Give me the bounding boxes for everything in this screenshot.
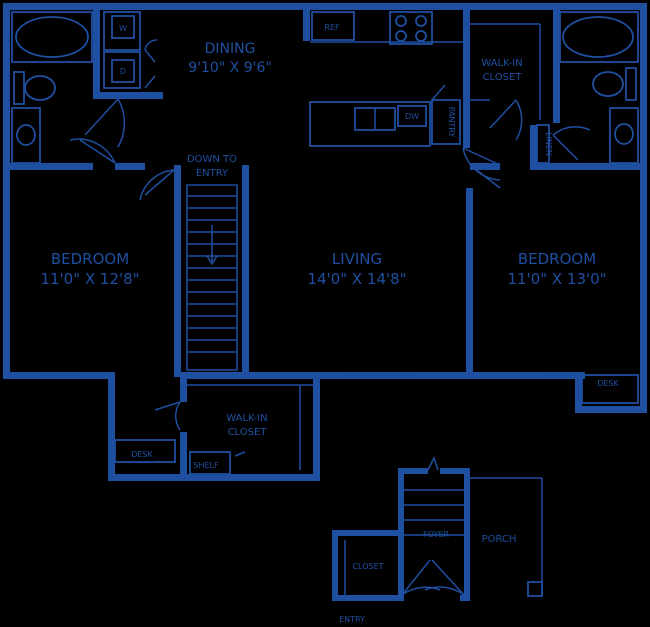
entry-label: ENTRY bbox=[339, 615, 365, 624]
dining-size: 9'10" X 9'6" bbox=[188, 60, 272, 76]
washer-label: W bbox=[119, 24, 127, 33]
dining-label: DINING bbox=[205, 41, 256, 57]
dw-label: DW bbox=[405, 112, 419, 121]
desk-left-label: DESK bbox=[131, 450, 153, 459]
pantry-label: PANTRY bbox=[447, 107, 456, 138]
bedroom-left-label: BEDROOM bbox=[51, 250, 129, 268]
bedroom-right-size: 11'0" X 13'0" bbox=[507, 270, 606, 288]
stairs-label-line2: ENTRY bbox=[196, 168, 229, 179]
bedroom-right-label: BEDROOM bbox=[518, 250, 596, 268]
living-size: 14'0" X 14'8" bbox=[307, 270, 406, 288]
walkin-top-line2: CLOSET bbox=[483, 72, 523, 83]
bedroom-left-size: 11'0" X 12'8" bbox=[40, 270, 139, 288]
walkin-bottom-line1: WALK-IN bbox=[226, 413, 267, 424]
doors bbox=[69, 39, 591, 596]
dryer-label: D bbox=[120, 67, 126, 76]
walkin-top-line1: WALK-IN bbox=[481, 58, 522, 69]
fixtures-lines bbox=[11, 11, 639, 597]
porch-label: PORCH bbox=[482, 534, 517, 545]
interior-walls bbox=[3, 3, 647, 601]
stairs-label-line1: DOWN TO bbox=[187, 154, 237, 165]
shelf-label: SHELF bbox=[193, 461, 219, 470]
closet-label: CLOSET bbox=[352, 562, 383, 571]
linen-label: LINEN bbox=[544, 132, 553, 156]
ref-label: REF bbox=[324, 23, 340, 32]
walkin-bottom-line2: CLOSET bbox=[228, 427, 268, 438]
foyer-label: FOYER bbox=[423, 530, 449, 539]
living-label: LIVING bbox=[332, 250, 382, 268]
desk-right-label: DESK bbox=[597, 379, 619, 388]
